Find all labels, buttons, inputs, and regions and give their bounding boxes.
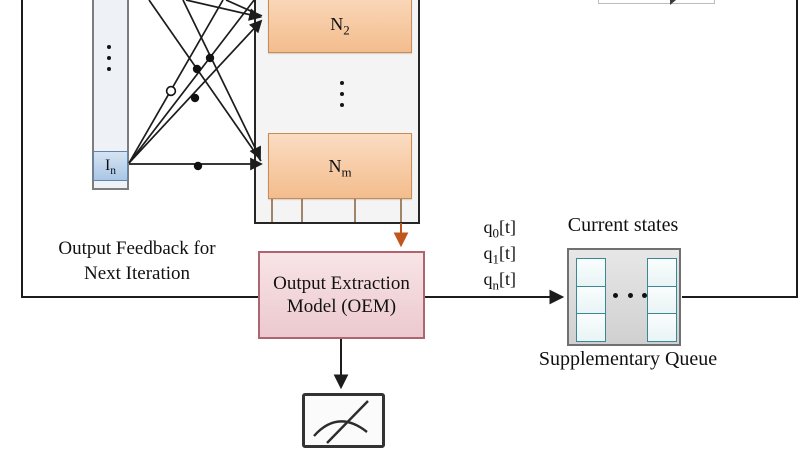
supplementary-queue-label: Supplementary Queue — [538, 348, 718, 370]
qn-label: qn[t] — [483, 269, 516, 293]
supplementary-queue-box — [567, 248, 681, 346]
current-states-label: Current states — [567, 214, 679, 236]
queue-cell-column — [576, 258, 606, 343]
output-feedback-label: Output Feedback for Next Iteration — [30, 236, 244, 286]
cropped-top-box — [598, 0, 715, 4]
neuron-label: N2 — [330, 14, 350, 38]
queue-cell — [576, 313, 606, 343]
q1-label: q1[t] — [483, 243, 516, 267]
cursor-glyph — [670, 0, 676, 5]
queue-cell — [576, 285, 606, 315]
feedback-line2: Next Iteration — [83, 263, 191, 284]
queue-cell-column — [647, 258, 677, 343]
neuron-label: Nm — [328, 155, 352, 180]
output-extraction-model-box: Output Extraction Model (OEM) — [258, 251, 425, 339]
queue-output-line — [682, 0, 798, 298]
queue-cell — [576, 258, 606, 287]
vertical-ellipsis-icon — [107, 45, 111, 71]
q0-label: q0[t] — [483, 217, 516, 241]
queue-cell — [647, 313, 677, 343]
horizontal-ellipsis-icon — [613, 293, 647, 298]
feedback-line1: Output Feedback for — [58, 238, 216, 259]
gauge-glyph — [313, 400, 369, 444]
vertical-ellipsis-icon — [340, 81, 344, 107]
open-synapse-dot — [165, 85, 177, 97]
neuron-node-n2: N2 — [268, 0, 412, 53]
input-label: In — [104, 157, 117, 178]
queue-state-labels: q0[t] q1[t] qn[t] — [468, 214, 516, 292]
input-node-in: In — [93, 151, 128, 181]
queue-cell — [647, 258, 677, 287]
queue-cell — [647, 285, 677, 315]
synapse-lines — [128, 0, 263, 171]
synapse-dots — [165, 53, 215, 171]
oem-label-line2: Model (OEM) — [286, 296, 397, 317]
gauge-meter-icon — [302, 393, 385, 448]
oem-label-line1: Output Extraction — [273, 273, 410, 294]
neuron-node-nm: Nm — [268, 133, 412, 199]
